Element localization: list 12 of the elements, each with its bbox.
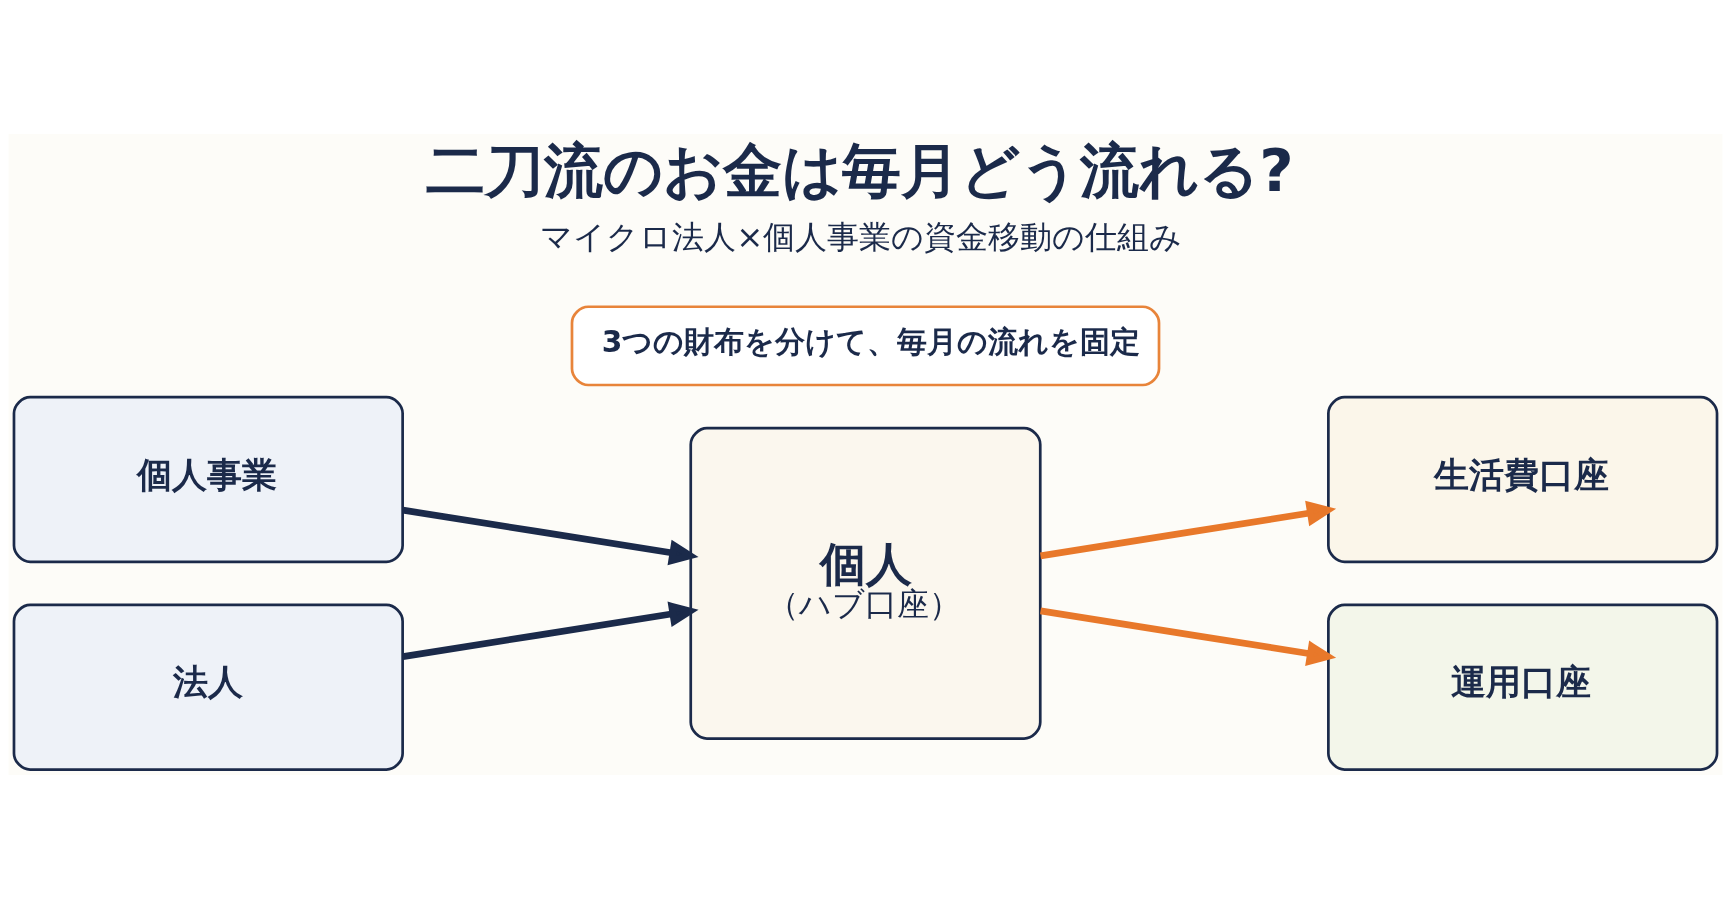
arrow (402, 601, 699, 660)
label: マイクロ法人×個人事業の資金移動の仕組み (540, 217, 1183, 256)
node-box: 法人 (12, 603, 404, 771)
node-box: 個人 （ハブ口座） (689, 426, 1042, 740)
arrow (402, 506, 699, 566)
node-box: 運用口座 (1327, 603, 1719, 771)
arrow (1040, 500, 1337, 560)
node-box: 生活費口座 (1327, 395, 1719, 564)
arrow (1040, 607, 1337, 666)
node-box: 3つの財布を分けて、毎月の流れを固定 (570, 305, 1161, 387)
node-box: 個人事業 (12, 395, 404, 564)
diagram-title: 二刀流のお金は毎月どう流れる? (426, 135, 1294, 205)
